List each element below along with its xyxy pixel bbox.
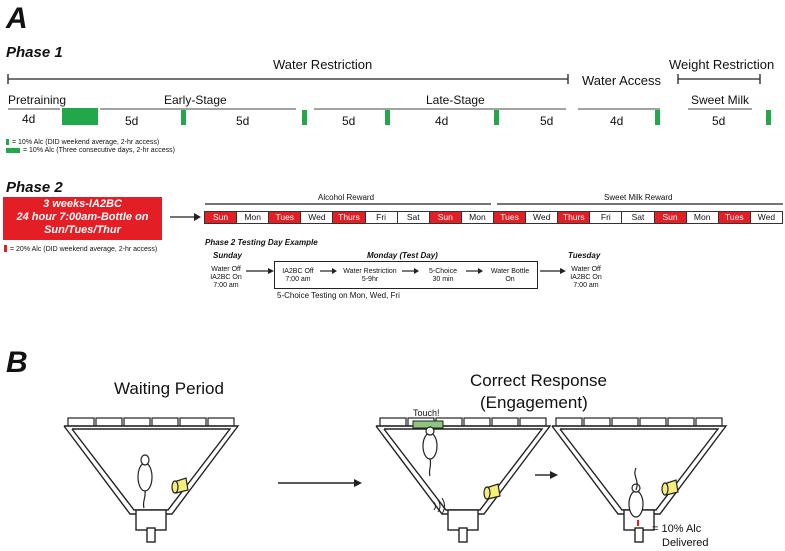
day-cell: Wed bbox=[526, 212, 559, 223]
duration-water-access: 4d bbox=[610, 114, 624, 128]
pretraining-label: Pretraining bbox=[8, 93, 67, 107]
late-stage-label: Late-Stage bbox=[426, 93, 485, 107]
duration-early-2: 5d bbox=[236, 114, 250, 128]
phase2-legend-swatch bbox=[4, 245, 7, 252]
duration-pretraining: 4d bbox=[22, 112, 36, 126]
day-cell: Thurs bbox=[558, 212, 591, 223]
step-water-bottle: Water Bottle On bbox=[490, 268, 530, 283]
phase1-timeline bbox=[6, 74, 771, 153]
day-cell: Mon bbox=[462, 212, 494, 223]
day-cell: Sun bbox=[205, 212, 238, 223]
phase2-lines bbox=[170, 203, 783, 274]
sunday-heading: Sunday bbox=[213, 251, 242, 260]
day-cell: Wed bbox=[301, 212, 334, 223]
day-cell: Fri bbox=[366, 212, 398, 223]
water-access-label: Water Access bbox=[582, 73, 661, 88]
day-cell: Sat bbox=[622, 212, 655, 223]
touch-label: Touch! bbox=[413, 408, 440, 418]
operant-chambers bbox=[63, 417, 727, 543]
delivered-label: Delivered bbox=[662, 537, 709, 549]
duration-early-1: 5d bbox=[125, 114, 139, 128]
sunday-text: Water Off IA2BC On 7:00 am bbox=[210, 266, 242, 289]
ia2bc-line3: Sun/Tues/Thur bbox=[44, 224, 121, 236]
panel-b-label: B bbox=[6, 346, 28, 379]
day-cell: Thurs bbox=[333, 212, 366, 223]
day-cell: Wed bbox=[757, 212, 776, 222]
day-cell: Mon bbox=[237, 212, 270, 223]
tuesday-text: Water Off IA2BC On 7:00 am bbox=[570, 266, 602, 289]
sweet-milk-reward-label: Sweet Milk Reward bbox=[604, 193, 673, 202]
step-5-choice: 5-Choice 30 min bbox=[428, 268, 457, 283]
phase1-legend-2: = 10% Alc (Three consecutive days, 2-hr … bbox=[23, 147, 175, 154]
day-cell: Tues bbox=[718, 212, 751, 223]
alc-delivered-label: = 10% Alc bbox=[652, 523, 702, 535]
day-cell: Tues bbox=[269, 212, 302, 223]
duration-sweet-milk: 5d bbox=[712, 114, 726, 128]
phase2-ia2bc-box: 3 weeks-IA2BC 24 hour 7:00am-Bottle on S… bbox=[3, 197, 162, 240]
phase2-title: Phase 2 bbox=[6, 179, 63, 196]
correct-response-label: Correct Response bbox=[470, 371, 608, 390]
phase2-legend: = 20% Alc (DID weekend average, 2-hr acc… bbox=[10, 246, 158, 253]
day-cell: Fri bbox=[590, 212, 623, 223]
day-cell: Tues bbox=[493, 212, 527, 223]
tuesday-heading: Tuesday bbox=[568, 251, 601, 260]
early-stage-label: Early-Stage bbox=[164, 93, 227, 107]
duration-late-3: 5d bbox=[540, 114, 554, 128]
ia2bc-line2: 24 hour 7:00am-Bottle on bbox=[16, 211, 149, 223]
test-day-box bbox=[274, 261, 538, 289]
phase1-legend-1: = 10% Alc (DID weekend average, 2-hr acc… bbox=[12, 139, 160, 146]
step-water-restriction: Water Restriction 5-9hr bbox=[343, 268, 397, 283]
engagement-label: (Engagement) bbox=[480, 393, 588, 412]
ia2bc-line1: 3 weeks-IA2BC bbox=[43, 198, 122, 210]
monday-heading: Monday (Test Day) bbox=[367, 251, 438, 260]
weight-restriction-label: Weight Restriction bbox=[669, 57, 775, 72]
duration-late-2: 4d bbox=[435, 114, 449, 128]
panel-a-label: A bbox=[6, 2, 28, 35]
testing-day-example-title: Phase 2 Testing Day Example bbox=[205, 238, 318, 247]
phase1-title: Phase 1 bbox=[6, 44, 63, 61]
water-restriction-label: Water Restriction bbox=[273, 57, 373, 72]
day-cell: Mon bbox=[687, 212, 719, 223]
waiting-period-label: Waiting Period bbox=[114, 379, 224, 398]
day-cell: Sun bbox=[654, 212, 687, 223]
testing-note: 5-Choice Testing on Mon, Wed, Fri bbox=[277, 291, 400, 300]
day-cell: Sun bbox=[429, 212, 462, 223]
step-ia2bc-off: IA2BC Off 7:00 am bbox=[282, 268, 314, 283]
duration-late-1: 5d bbox=[342, 114, 356, 128]
sweet-milk-label: Sweet Milk bbox=[691, 93, 750, 107]
day-cell: Sat bbox=[398, 212, 430, 223]
alcohol-reward-label: Alcohol Reward bbox=[318, 193, 375, 202]
